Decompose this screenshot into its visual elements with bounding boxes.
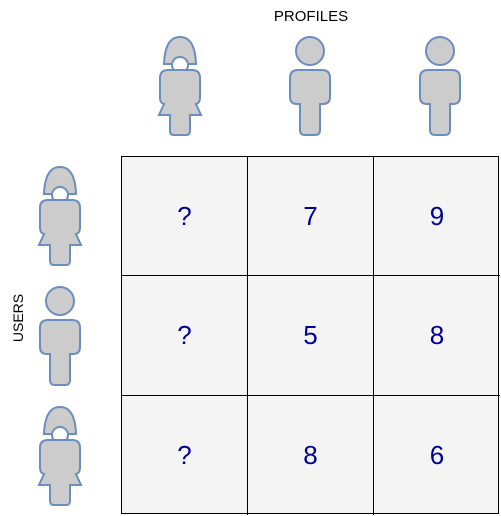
matrix-cell: 7 (248, 157, 374, 276)
female-person-icon (35, 406, 85, 506)
matrix-cell: ? (122, 157, 248, 276)
profiles-title: PROFILES (273, 8, 349, 25)
ratings-matrix: ? 7 9 ? 5 8 ? 8 6 (121, 156, 500, 515)
matrix-cell: ? (122, 396, 248, 515)
users-title: USERS (10, 293, 26, 343)
female-person-icon (155, 36, 205, 136)
matrix-cell: ? (122, 276, 248, 396)
female-person-icon (35, 166, 85, 266)
matrix-cell: 8 (248, 396, 374, 515)
matrix-cell: 9 (374, 157, 500, 276)
matrix-cell: 5 (248, 276, 374, 396)
matrix-cell: 6 (429, 440, 445, 470)
male-person-icon (415, 36, 465, 136)
matrix-cell: 8 (374, 276, 500, 396)
male-person-icon (285, 36, 335, 136)
male-person-icon (35, 286, 85, 386)
